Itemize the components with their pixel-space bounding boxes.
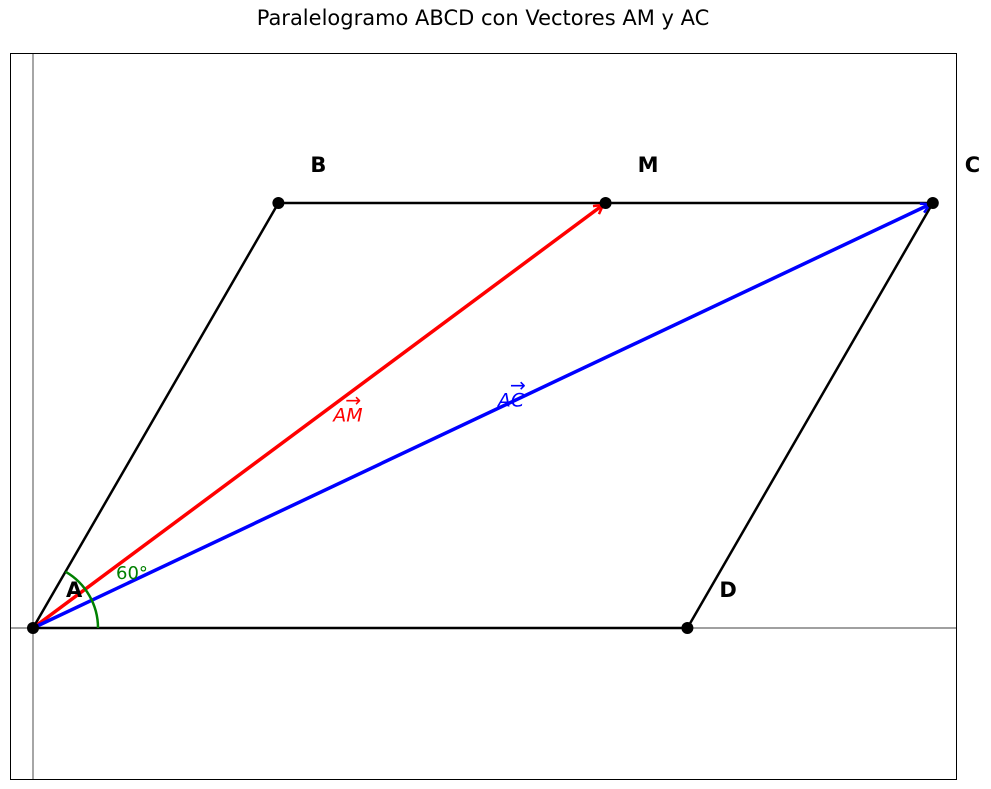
edge-ab [31,202,280,629]
vector-am-arrow-accent: → [345,389,361,411]
point-b [272,196,285,209]
point-c-label: C [965,153,980,177]
vector-am-label-group: AM → [331,389,362,426]
plot-frame [10,53,957,780]
vector-ac-label: AC [496,389,525,411]
diagram-title: Paralelogramo ABCD con Vectores AM y AC [256,6,710,30]
vector-am [31,205,603,630]
vector-ac-label-group: AC → [496,374,526,411]
point-a [27,622,39,634]
point-m-label: M [638,153,659,177]
point-d [681,622,694,634]
angle-arc [64,570,100,629]
vector-am-label: AM [331,404,362,426]
vector-ac [32,204,930,630]
edge-cd [686,202,934,629]
vector-ac-arrow-accent: → [510,374,526,396]
angle-label: 60° [116,563,148,584]
point-m [599,196,612,209]
point-b-label: B [310,153,326,177]
point-d-label: D [719,578,736,602]
point-a-label: A [66,578,83,602]
point-c [926,196,939,209]
